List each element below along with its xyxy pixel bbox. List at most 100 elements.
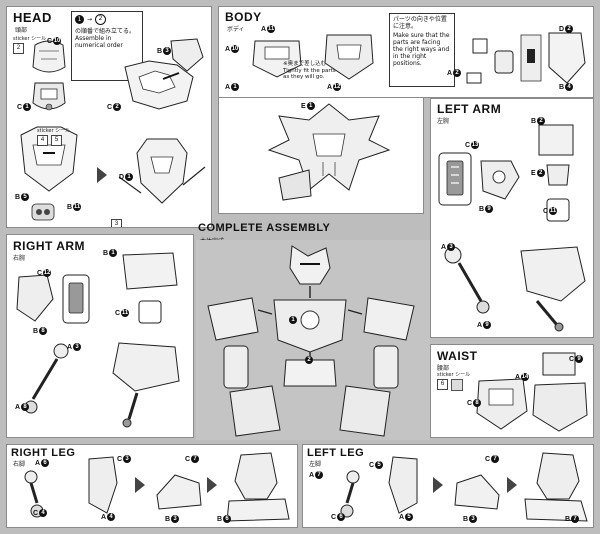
left-arm-shoulder-drawing [538, 124, 574, 222]
left-leg-foot-drawing [454, 474, 500, 510]
complete-step-1: 1 [288, 316, 297, 324]
order-note-jp: の順番で組み立てる。 [75, 28, 136, 35]
head-sticker-label: sticker シール [13, 36, 47, 42]
complete-step-2: 2 [304, 356, 313, 364]
next-step-arrow-icon [207, 477, 217, 493]
order-note-en: Assemble in numerical order [75, 35, 123, 49]
next-step-arrow-icon [135, 477, 145, 493]
right-leg-title: RIGHT LEG [11, 447, 76, 459]
left-leg-thigh-drawing [340, 470, 360, 518]
waist-sticker-number: 6 [437, 379, 448, 390]
next-step-arrow-icon [507, 477, 517, 493]
body-assembled-drawing [324, 34, 374, 80]
right-arm-title-jp: 右腕 [13, 255, 26, 262]
head-helmet-drawing [20, 126, 78, 192]
right-arm-title: RIGHT ARM [13, 239, 86, 253]
head-final-drawing [118, 138, 206, 204]
head-sticker-number-c: 5 [51, 135, 62, 146]
next-step-arrow-icon [97, 167, 107, 183]
right-arm-forearm-drawing [16, 274, 90, 324]
left-arm-title-jp: 左腕 [437, 118, 450, 125]
left-arm-assembled-drawing [520, 246, 586, 332]
head-face-sticker-drawing [31, 203, 55, 221]
head-back-part-drawing [32, 40, 66, 73]
right-leg-title-jp: 右脚 [13, 461, 26, 468]
head-core-drawing [32, 82, 66, 111]
left-arm-hand-drawing [444, 246, 490, 314]
step-badge-2: 2 [95, 14, 107, 25]
left-leg-title: LEFT LEG [307, 447, 365, 459]
head-front-drawing [124, 60, 194, 110]
waist-title-jp: 腰部 [437, 365, 450, 372]
right-leg-shin-drawing [88, 456, 118, 514]
complete-assembly-title: COMPLETE ASSEMBLY [198, 222, 331, 234]
left-arm-forearm-drawing [480, 160, 520, 200]
left-arm-sticker-drawing [438, 152, 472, 206]
tighten-note: ※奥まで差し込む Tightly fit the parts as far as… [283, 61, 353, 80]
head-title: HEAD [13, 10, 52, 25]
complete-assembly-drawing [196, 240, 430, 440]
right-arm-shoulder-drawing [122, 252, 178, 324]
right-leg-assembled-drawing [226, 452, 290, 522]
right-arm-hand-drawing [24, 343, 69, 414]
body-title: BODY [225, 10, 262, 24]
orientation-note: パーツの向きや位置に注意。 Make sure that the parts a… [389, 13, 455, 87]
left-arm-title: LEFT ARM [437, 102, 502, 116]
left-leg-title-jp: 左脚 [309, 461, 322, 468]
torso-assembly-drawing [267, 103, 391, 201]
waist-assembled-drawing [532, 352, 588, 432]
right-leg-foot-drawing [156, 474, 202, 510]
head-sticker-number: 2 [13, 43, 24, 54]
waist-sticker-label: sticker シール [437, 372, 471, 378]
next-step-arrow-icon [433, 477, 443, 493]
body-detail-drawing [466, 38, 514, 84]
waist-title: WAIST [437, 349, 478, 363]
waist-sticker-swatch [451, 379, 463, 391]
body-frame-drawing [520, 32, 586, 84]
left-leg-shin-drawing [388, 456, 418, 514]
